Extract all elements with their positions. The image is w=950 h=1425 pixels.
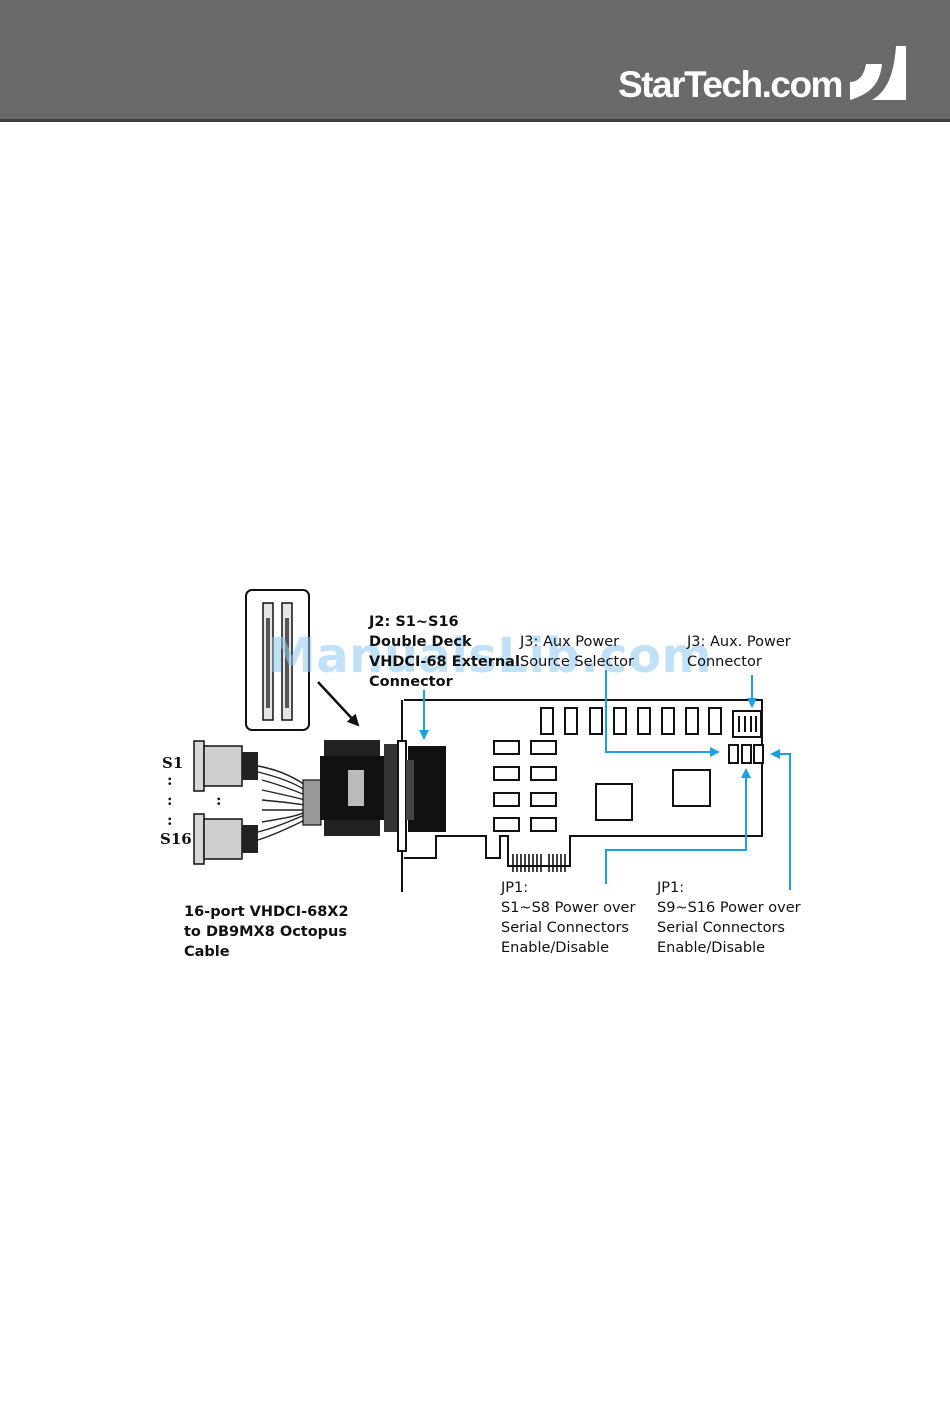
vhdci-connector-inset [245, 589, 310, 731]
startech-logo-text: StarTech.com [618, 64, 843, 105]
watermark-text: ManualsLib.com [268, 628, 712, 684]
vhdci-plug [320, 740, 400, 836]
page-header: StarTech.com [0, 0, 950, 122]
chip-left [595, 783, 633, 821]
port-label-dots-1: : [167, 771, 173, 789]
port-label-s1: S1 [162, 754, 184, 772]
label-j3-selector: J3: Aux Power Source Selector [520, 634, 634, 670]
port-label-dots-3: : [167, 811, 173, 829]
cable-boot [302, 779, 322, 826]
pcie-edge-fingers [512, 854, 566, 872]
label-octopus-cable: 16-port VHDCI-68X2 to DB9MX8 Octopus Cab… [184, 904, 349, 960]
external-connector [406, 746, 446, 832]
label-jp1-s1-s8: JP1: S1~S8 Power over Serial Connectors … [501, 880, 636, 956]
inset-arrow [317, 681, 360, 727]
label-j3-connector: J3: Aux. Power Connector [687, 634, 791, 670]
startech-swoosh-icon [850, 46, 906, 100]
db9-connector-bottom [193, 813, 258, 865]
db9-connector-top [193, 740, 258, 792]
port-label-s16: S16 [160, 830, 192, 848]
aux-power-connector [732, 710, 762, 738]
label-jp1-s9-s16: JP1: S9~S16 Power over Serial Connectors… [657, 880, 801, 956]
octopus-cable-wires [257, 765, 306, 841]
port-label-dots-4: : [216, 791, 222, 809]
label-j2: J2: S1~S16 Double Deck VHDCI-68 External… [369, 614, 520, 690]
chip-right [672, 769, 711, 807]
ic-row [540, 707, 722, 735]
callout-arrows [419, 670, 791, 890]
jumper-blocks [728, 744, 764, 764]
pcie-card [397, 699, 763, 892]
port-label-dots-2: : [167, 791, 173, 809]
component-grid [493, 740, 557, 832]
